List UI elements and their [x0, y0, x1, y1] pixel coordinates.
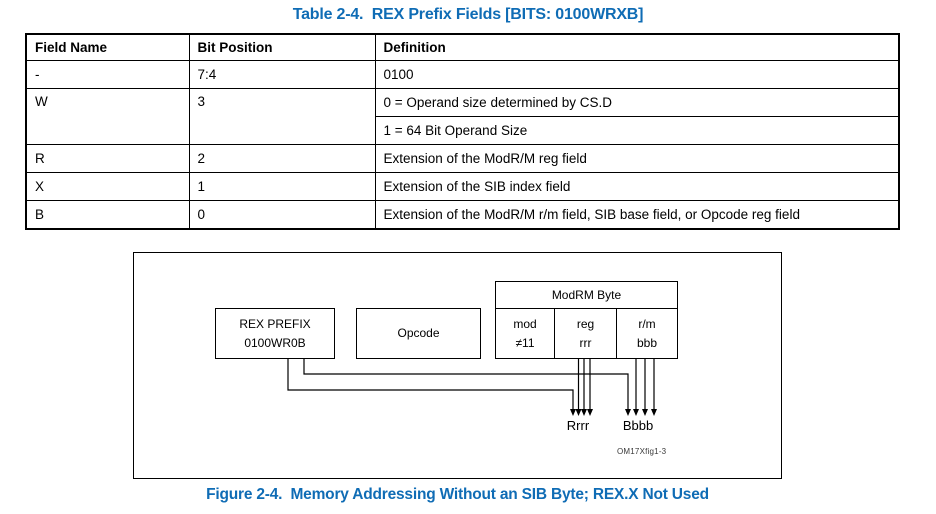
table-row: B 0 Extension of the ModR/M r/m field, S… — [25, 200, 900, 230]
table-row: - 7:4 0100 — [25, 60, 900, 89]
figure-watermark: OM17Xfig1-3 — [617, 447, 667, 456]
modrm-byte-header-box: ModRM Byte — [495, 281, 678, 309]
mod-value: ≠11 — [515, 335, 535, 350]
connector-arrows — [287, 359, 657, 416]
rex-prefix-bits: 0100WR0B — [244, 335, 306, 350]
rm-value: bbb — [636, 335, 658, 350]
modrm-byte-label: ModRM Byte — [551, 287, 622, 302]
cell-field: X — [25, 172, 190, 201]
cell-definition: Extension of the SIB index field — [374, 172, 900, 201]
modrm-rm-box: r/m bbb — [616, 308, 678, 359]
cell-definition: Extension of the ModR/M reg field — [374, 144, 900, 173]
figure-2-4-diagram: REX PREFIX 0100WR0B Opcode ModRM Byte mo… — [133, 252, 782, 479]
cell-bit: 2 — [188, 144, 376, 173]
table-row: W 3 0 = Operand size determined by CS.D — [25, 88, 900, 145]
table-title: Table 2-4. REX Prefix Fields [BITS: 0100… — [292, 6, 644, 23]
table-row: 1 = 64 Bit Operand Size — [26, 116, 900, 145]
mod-label: mod — [513, 316, 537, 331]
rex-prefix-label: REX PREFIX — [239, 316, 311, 331]
cell-field: - — [25, 60, 190, 89]
modrm-mod-box: mod ≠11 — [495, 308, 555, 359]
bbbb-result-label: Bbbb — [622, 418, 654, 433]
col-header-bit-position: Bit Position — [188, 33, 376, 61]
opcode-label: Opcode — [397, 326, 440, 340]
rex-prefix-table: Field Name Bit Position Definition - 7:4… — [25, 33, 900, 230]
table-row: X 1 Extension of the SIB index field — [25, 172, 900, 201]
cell-definition: Extension of the ModR/M r/m field, SIB b… — [374, 200, 900, 230]
cell-definition: 1 = 64 Bit Operand Size — [374, 116, 900, 145]
table-row: R 2 Extension of the ModR/M reg field — [25, 144, 900, 173]
reg-label: reg — [576, 316, 595, 331]
table-header-row: Field Name Bit Position Definition — [25, 33, 900, 61]
cell-definition: 0 = Operand size determined by CS.D — [374, 88, 900, 117]
opcode-box: Opcode — [356, 308, 481, 359]
cell-bit: 0 — [188, 200, 376, 230]
rm-label: r/m — [638, 316, 656, 331]
rex-prefix-box: REX PREFIX 0100WR0B — [215, 308, 335, 359]
figure-caption: Figure 2-4. Memory Addressing Without an… — [206, 486, 709, 503]
cell-bit: 7:4 — [188, 60, 376, 89]
cell-field: B — [25, 200, 190, 230]
arrowheads — [570, 409, 657, 416]
cell-field: W — [25, 88, 190, 145]
cell-bit: 1 — [188, 172, 376, 201]
cell-bit: 3 — [188, 88, 376, 145]
rrrr-result-label: Rrrr — [566, 418, 590, 433]
reg-value: rrr — [579, 335, 592, 350]
col-header-definition: Definition — [374, 33, 900, 61]
cell-definition: 0100 — [374, 60, 900, 89]
col-header-field-name: Field Name — [25, 33, 190, 61]
cell-field: R — [25, 144, 190, 173]
modrm-reg-box: reg rrr — [554, 308, 617, 359]
